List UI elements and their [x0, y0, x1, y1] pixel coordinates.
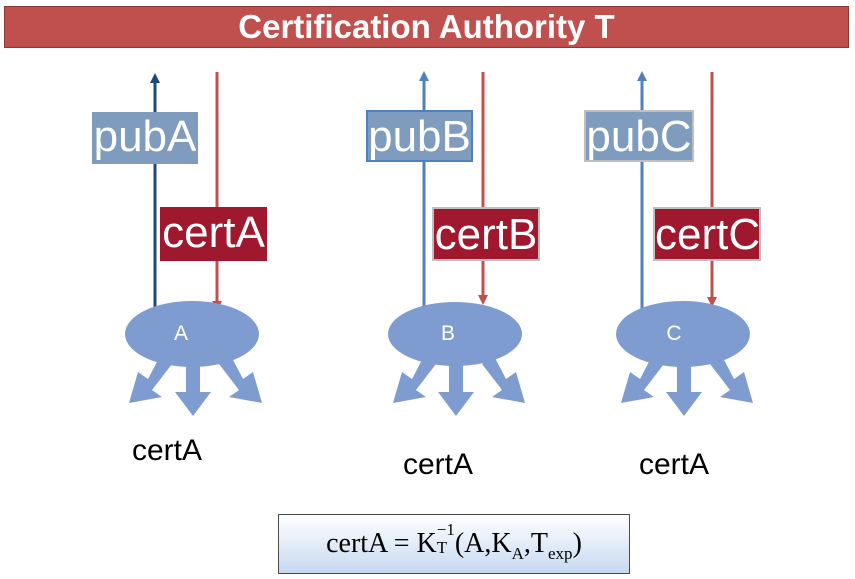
- formula-key-sup: −1: [436, 520, 455, 540]
- fan-arrows-c: [621, 356, 753, 416]
- formula-equals: =: [393, 528, 410, 559]
- cert-label-c: certC: [653, 207, 761, 261]
- fan-arrows-b: [393, 356, 525, 416]
- formula-open: (A,K: [454, 528, 512, 559]
- formula-key-sub: T: [436, 538, 448, 558]
- certification-authority-banner: Certification Authority T: [4, 6, 849, 48]
- node-c-label: C: [666, 322, 682, 345]
- node-b-label: B: [440, 322, 455, 345]
- caption-a: certA: [132, 434, 203, 467]
- cert-label-b: certB: [432, 207, 540, 261]
- pub-key-label-a: pubA: [92, 112, 198, 164]
- node-a-label: A: [173, 322, 188, 345]
- formula-texp-sub: exp: [548, 543, 573, 563]
- cert-label-a: certA: [160, 207, 267, 261]
- formula-close: ): [572, 528, 582, 559]
- formula-lhs: certA: [326, 528, 387, 559]
- formula-comma: ,T: [523, 528, 549, 559]
- caption-b: certA: [403, 448, 474, 481]
- fan-arrows-a: [129, 356, 262, 416]
- node-a-ellipse: [125, 301, 259, 367]
- formula-ka-sub: A: [511, 543, 524, 563]
- formula-key: K: [416, 528, 437, 559]
- node-b-ellipse: [388, 302, 522, 366]
- pub-key-label-c: pubC: [584, 110, 694, 162]
- caption-c: certA: [639, 448, 710, 481]
- node-c-ellipse: [616, 301, 750, 367]
- pub-key-label-b: pubB: [366, 110, 473, 162]
